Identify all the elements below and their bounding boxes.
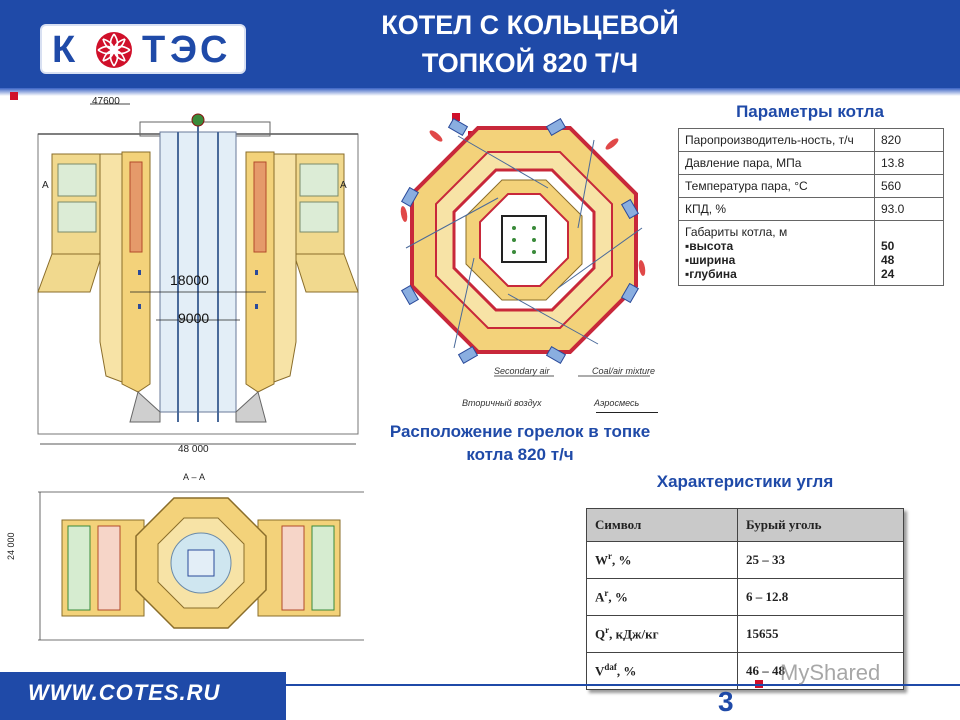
dim-value-depth: 24 xyxy=(881,267,895,281)
header-symbol: Символ xyxy=(586,508,738,542)
footer-divider xyxy=(286,684,960,686)
table-row: Температура пара, °С 560 xyxy=(678,174,944,198)
logo-letter-s: С xyxy=(200,29,228,71)
coal-symbol: Qr, кДж/кг xyxy=(586,615,738,653)
left-convective-shaft xyxy=(37,153,103,293)
table-row: Габариты котла, м ▪высота ▪ширина ▪глуби… xyxy=(678,220,944,286)
logo-flower-icon xyxy=(96,32,132,68)
table-header-row: Символ Бурый уголь xyxy=(586,508,904,542)
table-row: Vdaf, % 46 – 48 xyxy=(586,652,904,690)
dim-item-width: ▪ширина xyxy=(685,253,736,267)
cotes-logo[interactable]: К Т Э С xyxy=(40,24,246,74)
header-brown-coal: Бурый уголь xyxy=(737,508,904,542)
param-value: 560 xyxy=(874,174,944,198)
bullet-icon: ▪ xyxy=(685,253,690,267)
boiler-params-table: Паропроизводитель-ность, т/ч 820 Давлени… xyxy=(678,128,944,286)
param-name: Давление пара, МПа xyxy=(678,151,875,175)
dim-item-height: ▪высота xyxy=(685,239,734,253)
coal-value: 15655 xyxy=(737,615,904,653)
section-marker-right: А xyxy=(340,180,347,191)
coal-value: 25 – 33 xyxy=(737,541,904,579)
coal-symbol: Wr, % xyxy=(586,541,738,579)
footer-website-link[interactable]: WWW.COTES.RU xyxy=(28,680,221,705)
section-marker-left: А xyxy=(42,180,49,191)
coal-characteristics-table: Символ Бурый уголь Wr, % 25 – 33 Ar, % 6… xyxy=(586,508,904,690)
coal-value: 46 – 48 xyxy=(737,652,904,690)
bullet-icon: ▪ xyxy=(685,239,690,253)
slide-title-line2: ТОПКОЙ 820 Т/Ч xyxy=(421,48,639,78)
boiler-elevation-drawing xyxy=(37,103,359,445)
marker-square xyxy=(10,92,18,100)
bullet-icon: ▪ xyxy=(685,267,690,281)
footer-band xyxy=(0,672,286,720)
dim-value-width: 48 xyxy=(881,253,895,267)
param-name: КПД, % xyxy=(678,197,875,221)
coal-value: 6 – 12.8 xyxy=(737,578,904,616)
plan-section-label: А – А xyxy=(183,472,206,482)
dim-label-top: 47600 xyxy=(92,96,120,107)
dim-label-24000: 24 000 xyxy=(6,532,16,560)
dims-title: Габариты котла, м xyxy=(685,225,788,239)
table-row: Ar, % 6 – 12.8 xyxy=(586,578,904,616)
label-coal-air-mixture-en: Coal/air mixture xyxy=(592,366,656,376)
label-coal-air-mixture-ru: Аэросмесь xyxy=(594,398,640,408)
right-furnace xyxy=(245,151,297,393)
right-convective-shaft xyxy=(293,153,359,293)
logo-letter-t: Т xyxy=(142,29,166,71)
param-value-dimensions: 50 48 24 xyxy=(874,220,944,286)
param-name-dimensions: Габариты котла, м ▪высота ▪ширина ▪глуби… xyxy=(678,220,875,286)
label-secondary-air-en: Secondary air xyxy=(494,366,550,376)
logo-letter-k: К xyxy=(52,29,76,71)
coal-symbol: Ar, % xyxy=(586,578,738,616)
table-row: Паропроизводитель-ность, т/ч 820 xyxy=(678,128,944,152)
table-row: Qr, кДж/кг 15655 xyxy=(586,615,904,653)
param-value: 13.8 xyxy=(874,151,944,175)
burner-arrangement-diagram xyxy=(400,118,650,377)
dim-item-depth: ▪глубина xyxy=(685,267,737,281)
table-row: Давление пара, МПа 13.8 xyxy=(678,151,944,175)
marker-square xyxy=(452,113,460,121)
dim-label-9000: 9000 xyxy=(178,310,210,326)
table-row: КПД, % 93.0 xyxy=(678,197,944,221)
dim-label-48000: 48 000 xyxy=(178,444,209,455)
label-underline xyxy=(596,412,658,413)
burner-diagram-caption: Расположение горелок в топке котла 820 т… xyxy=(389,422,651,464)
coal-title: Характеристики угля xyxy=(656,472,834,491)
label-secondary-air-ru: Вторичный воздух xyxy=(462,398,542,408)
dim-label-18000: 18000 xyxy=(170,272,209,288)
param-name: Паропроизводитель-ность, т/ч xyxy=(678,128,875,152)
coal-symbol: Vdaf, % xyxy=(586,652,738,690)
slide-title: КОТЕЛ С КОЛЬЦЕВОЙ ТОПКОЙ 820 Т/Ч xyxy=(330,6,730,82)
page-number: 3 xyxy=(718,686,734,717)
left-furnace xyxy=(99,151,151,393)
logo-letter-e: Э xyxy=(170,29,198,71)
param-value: 93.0 xyxy=(874,197,944,221)
watermark: MyShared xyxy=(780,660,881,685)
table-row: Wr, % 25 – 33 xyxy=(586,541,904,579)
dim-value-height: 50 xyxy=(881,239,895,253)
param-value: 820 xyxy=(874,128,944,152)
header-fade xyxy=(0,88,960,96)
param-name: Температура пара, °С xyxy=(678,174,875,198)
params-title: Параметры котла xyxy=(736,102,884,121)
slide-title-line1: КОТЕЛ С КОЛЬЦЕВОЙ xyxy=(381,10,679,40)
boiler-plan-drawing xyxy=(38,491,364,641)
